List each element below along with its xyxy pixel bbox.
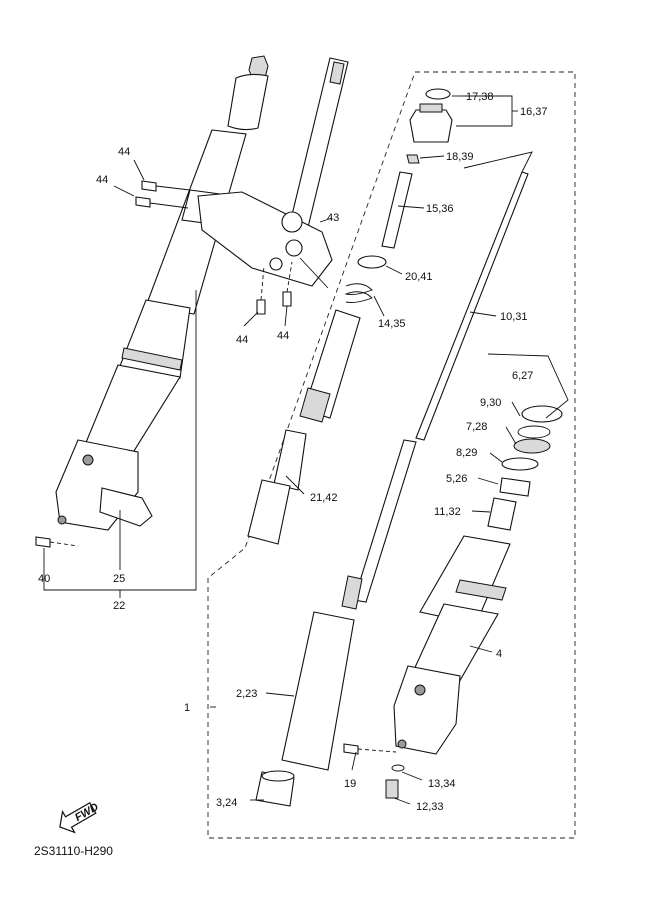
label-1: 1 (184, 702, 190, 714)
fwd-label: FWD (73, 801, 101, 824)
damper-rod-10-31 (341, 171, 529, 610)
assembled-fork-leg (55, 55, 269, 531)
bolt-44-lower-b (282, 261, 293, 307)
fork-spring (299, 309, 361, 423)
label-18-39: 18,39 (446, 151, 474, 163)
label-44-d: 44 (277, 330, 289, 342)
outer-tube-4 (393, 535, 511, 755)
label-14-35: 14,35 (378, 318, 406, 330)
label-11-32: 11,32 (434, 506, 461, 518)
o-ring-17-38 (425, 88, 451, 100)
label-17-38: 17,38 (466, 91, 494, 103)
washer-8-29 (501, 457, 539, 471)
inner-tube-2-23 (281, 611, 355, 771)
label-9-30: 9,30 (480, 397, 501, 409)
seat-20-41 (357, 255, 387, 269)
label-19: 19 (344, 778, 356, 790)
bolt-44-upper-b (135, 196, 189, 209)
label-15-36: 15,36 (426, 203, 454, 215)
metal-11-32 (487, 497, 517, 531)
label-44-c: 44 (236, 334, 248, 346)
leader-lines (43, 95, 569, 805)
diagram-code: 2S31110-H290 (34, 844, 113, 858)
label-44-b: 44 (96, 174, 108, 186)
gasket-13-34 (391, 764, 405, 772)
label-5-26: 5,26 (446, 473, 467, 485)
bolt-44-upper-a (141, 180, 191, 192)
oil-seal-7-28 (513, 438, 551, 454)
metal-5-26 (499, 477, 531, 497)
bolt-19 (343, 743, 397, 755)
label-10-31: 10,31 (500, 311, 528, 323)
label-4: 4 (496, 648, 502, 660)
slide-metal-3-24 (255, 770, 295, 807)
label-12-33: 12,33 (416, 801, 444, 813)
bolt-44-lower-a (256, 265, 266, 315)
clip-9-30 (517, 425, 551, 439)
label-16-37: 16,37 (520, 106, 548, 118)
nut-18-39 (406, 154, 420, 164)
collar-21-42 (247, 429, 307, 545)
label-3-24: 3,24 (216, 797, 237, 809)
label-25: 25 (113, 573, 125, 585)
drain-bolt-12-33 (385, 779, 399, 799)
label-20-41: 20,41 (405, 271, 433, 283)
label-2-23: 2,23 (236, 688, 257, 700)
spacer-15-36 (381, 171, 413, 249)
label-22: 22 (113, 600, 125, 612)
label-8-29: 8,29 (456, 447, 477, 459)
label-13-34: 13,34 (428, 778, 456, 790)
fwd-arrow-icon: FWD (59, 801, 101, 834)
label-44-a: 44 (118, 146, 130, 158)
spring-14-35 (344, 283, 373, 303)
dust-seal-6-27 (521, 405, 563, 423)
under-bracket-steering-stem (197, 57, 349, 289)
label-6-27: 6,27 (512, 370, 533, 382)
callout-labels: 17,38 16,37 18,39 15,36 44 44 43 20,41 1… (38, 91, 548, 813)
label-7-28: 7,28 (466, 421, 487, 433)
label-40: 40 (38, 573, 50, 585)
label-43: 43 (327, 212, 339, 224)
cap-bolt-16-37 (409, 103, 453, 143)
label-21-42: 21,42 (310, 492, 338, 504)
bolt-40 (35, 536, 79, 548)
